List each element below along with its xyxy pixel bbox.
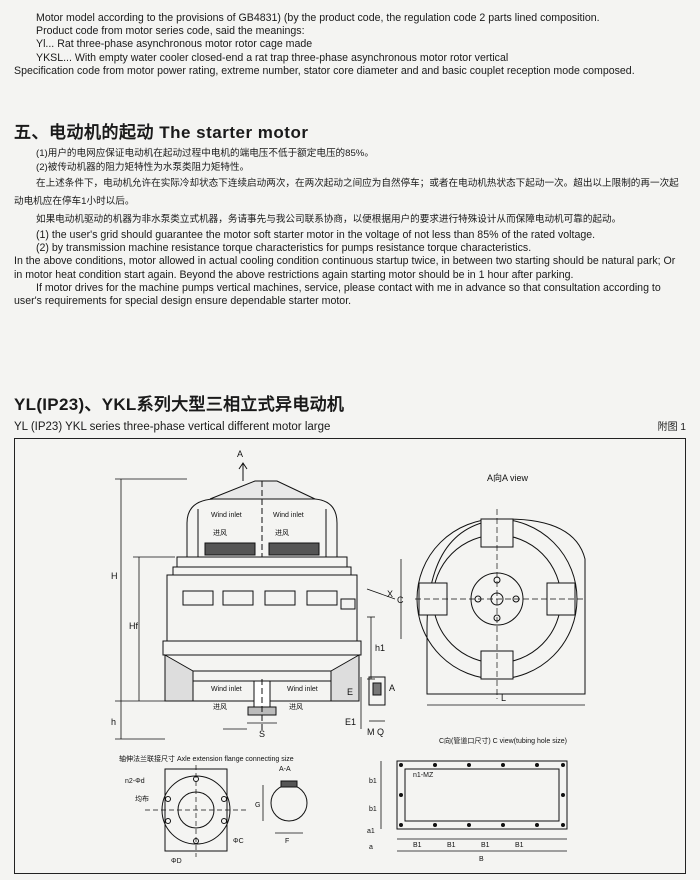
zh-paragraph: (1)用户的电网应保证电动机在起动过程中电机的端电压不低于额定电压的85%。 xyxy=(36,148,374,159)
label-n2-d: n2-Φd xyxy=(125,778,145,785)
terminal-box xyxy=(340,598,356,610)
label-h1: h1 xyxy=(375,643,385,653)
label-x: X xyxy=(387,589,393,599)
label-c: C xyxy=(397,595,404,605)
section-starter-motor: 五、电动机的起动 The starter motor (1)用户的电网应保证电动… xyxy=(14,118,686,308)
label-hf: Hf xyxy=(129,621,138,631)
figure-subtitle: YL (IP23) YKL series three-phase vertica… xyxy=(14,421,331,433)
label-b-side: b1 xyxy=(369,806,377,813)
label-c-view: C向(管道口尺寸) C view(tubing hole size) xyxy=(439,736,567,745)
en-paragraph: If motor drives for the machine pumps ve… xyxy=(14,281,661,308)
label-b-side: b1 xyxy=(369,778,377,785)
label-a-right: A xyxy=(389,683,395,693)
label-b1: B1 xyxy=(515,842,524,849)
motor-front-view xyxy=(162,462,362,731)
figure-title: YL(IP23)、YKL系列大型三相立式异电动机 xyxy=(14,395,345,414)
intro-line: Specification code from motor power rati… xyxy=(14,64,635,77)
label-b: B xyxy=(479,856,484,863)
label-n1-mz: n1-MZ xyxy=(413,772,434,779)
label-wind-inlet-zh: 进风 xyxy=(275,529,289,537)
dimension-lines-left xyxy=(115,478,187,740)
zh-paragraph: 在上述条件下，电动机允许在实际冷却状态下连续启动两次，在两次起动之间应为自然停车… xyxy=(14,178,679,207)
section-a-a xyxy=(262,780,308,834)
figure-number: 附图 1 xyxy=(657,422,686,433)
label-wind-inlet-zh: 进风 xyxy=(213,703,227,711)
label-f: F xyxy=(285,838,289,845)
label-h: H xyxy=(111,571,118,581)
intro-line: YKSL... With empty water cooler closed-e… xyxy=(36,51,509,64)
wind-inlet-grille xyxy=(268,542,320,556)
zh-paragraph: 如果电动机驱动的机器为非水泵类立式机器，务请事先与我公司联系协商，以便根据用户的… xyxy=(36,214,622,225)
figure-header: YL(IP23)、YKL系列大型三相立式异电动机 YL (IP23) YKL s… xyxy=(14,390,686,433)
label-phi-d: ΦD xyxy=(171,858,182,865)
intro-line: Yl... Rat three-phase asynchronous motor… xyxy=(36,38,313,51)
label-a-view: A向A view xyxy=(487,472,529,483)
label-wind-inlet: Wind inlet xyxy=(211,512,242,519)
label-a: a xyxy=(369,844,373,851)
label-m: M xyxy=(367,727,375,737)
intro-block: Motor model according to the provisions … xyxy=(14,12,686,78)
motor-drawing: A Wind inlet 进风 Wind inlet 进风 Wind inlet… xyxy=(111,449,586,865)
label-e1: E1 xyxy=(345,717,356,727)
label-q: Q xyxy=(377,727,384,737)
label-wind-inlet-zh: 进风 xyxy=(289,703,303,711)
label-l: L xyxy=(501,693,506,703)
label-wind-inlet: Wind inlet xyxy=(287,686,318,693)
label-h-lower: h xyxy=(111,717,116,727)
wind-inlet-grille xyxy=(204,542,256,556)
a-view-plan xyxy=(400,509,586,706)
c-view-tubing-hole xyxy=(380,760,568,852)
label-b1: B1 xyxy=(447,842,456,849)
intro-line: Product code from motor series code, sai… xyxy=(36,25,305,38)
intro-line: Motor model according to the provisions … xyxy=(36,12,600,24)
en-paragraph: In the above conditions, motor allowed i… xyxy=(14,255,676,281)
label-a-top: A xyxy=(237,449,243,459)
en-paragraph: (1) the user's grid should guarantee the… xyxy=(36,229,596,241)
label-jun-bu: 均布 xyxy=(135,794,149,803)
zh-paragraph: (2)被传动机器的阻力矩特性为水泵类阻力矩特性。 xyxy=(36,162,250,173)
label-b1: B1 xyxy=(481,842,490,849)
label-flange-caption: 轴伸法兰联接尺寸 Axle extension flange connectin… xyxy=(119,754,294,763)
label-wind-inlet-zh: 进风 xyxy=(213,529,227,537)
en-paragraph: (2) by transmission machine resistance t… xyxy=(36,242,532,255)
label-wind-inlet: Wind inlet xyxy=(211,686,242,693)
section-heading: 五、电动机的起动 The starter motor xyxy=(14,123,309,142)
label-b1: B1 xyxy=(413,842,422,849)
drawing-frame: A Wind inlet 进风 Wind inlet 进风 Wind inlet… xyxy=(14,438,686,874)
label-e: E xyxy=(347,687,353,697)
label-section-aa: A-A xyxy=(279,766,291,773)
shaft-key-detail xyxy=(360,676,386,729)
label-a1: a1 xyxy=(367,828,375,835)
label-phi-c: ΦC xyxy=(233,838,244,845)
label-g: G xyxy=(255,802,260,809)
label-s: S xyxy=(259,729,265,739)
flange-detail xyxy=(145,765,247,857)
label-wind-inlet: Wind inlet xyxy=(273,512,304,519)
